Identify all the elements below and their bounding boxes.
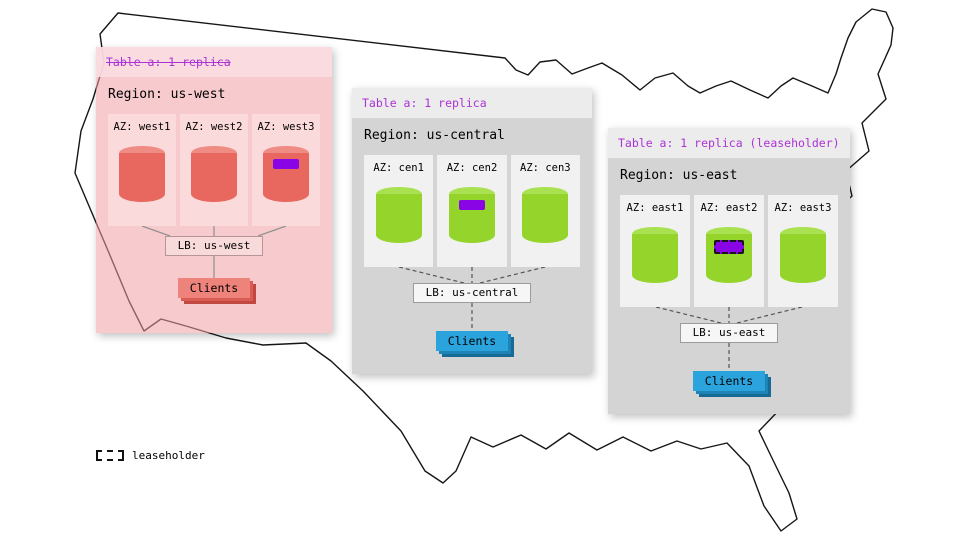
database-cylinder <box>522 187 569 243</box>
database-cylinder <box>191 146 237 202</box>
az-label: AZ: west1 <box>113 121 171 133</box>
legend-label: leaseholder <box>132 449 205 462</box>
region-title: Region: us-west <box>108 87 226 102</box>
leaseholder-swatch-icon <box>96 450 124 461</box>
az-to-lb-lines <box>398 267 546 283</box>
az-to-lb-lines <box>141 226 287 236</box>
az-label: AZ: west2 <box>185 121 243 133</box>
az-row: AZ: west1 AZ: west2 AZ: west3 <box>108 114 320 226</box>
az-box-east2: AZ: east2 <box>694 195 764 307</box>
clients-box: Clients <box>435 331 509 351</box>
replica-chip <box>458 200 485 210</box>
az-label: AZ: west3 <box>257 121 315 133</box>
database-cylinder <box>780 227 826 283</box>
lb-to-clients-line <box>728 343 730 371</box>
table-header-us-west: Table a: 1 replica <box>96 47 332 77</box>
region-title: Region: us-east <box>620 168 738 183</box>
table-label: Table a: 1 replica <box>106 55 231 69</box>
load-balancer-us-west: LB: us-west <box>164 236 264 256</box>
az-box-west3: AZ: west3 <box>252 114 320 226</box>
database-cylinder <box>632 227 678 283</box>
region-panel-us-west: Table a: 1 replica Region: us-west AZ: w… <box>96 47 332 333</box>
lb-to-clients-line <box>471 303 473 331</box>
database-cylinder <box>448 187 495 243</box>
az-box-cen2: AZ: cen2 <box>437 155 507 267</box>
database-cylinder <box>375 187 422 243</box>
region-panel-us-east: Table a: 1 replica (leaseholder) Region:… <box>608 128 850 414</box>
load-balancer-us-central: LB: us-central <box>412 283 532 303</box>
az-label: AZ: cen3 <box>520 162 571 174</box>
table-label: Table a: 1 replica <box>362 96 487 110</box>
region-title: Region: us-central <box>364 128 505 143</box>
az-box-east1: AZ: east1 <box>620 195 690 307</box>
az-label: AZ: east2 <box>700 202 758 214</box>
az-label: AZ: east3 <box>774 202 832 214</box>
region-body: Region: us-west AZ: west1 AZ: west2 AZ: … <box>96 77 332 298</box>
table-header-us-east: Table a: 1 replica (leaseholder) <box>608 128 850 158</box>
clients-box: Clients <box>692 371 766 391</box>
az-box-cen1: AZ: cen1 <box>364 155 434 267</box>
lb-to-clients-line <box>213 256 215 278</box>
az-row: AZ: cen1 AZ: cen2 AZ: cen3 <box>364 155 580 267</box>
region-body: Region: us-central AZ: cen1 AZ: cen2 AZ:… <box>352 118 592 351</box>
leaseholder-replica-chip <box>714 240 744 254</box>
az-box-cen3: AZ: cen3 <box>510 155 580 267</box>
az-label: AZ: east1 <box>626 202 684 214</box>
database-cylinder <box>706 227 752 283</box>
database-cylinder <box>263 146 309 202</box>
replica-chip <box>273 159 299 169</box>
az-box-west1: AZ: west1 <box>108 114 176 226</box>
az-label: AZ: cen2 <box>446 162 498 174</box>
table-header-us-central: Table a: 1 replica <box>352 88 592 118</box>
legend: leaseholder <box>96 449 205 462</box>
az-box-west2: AZ: west2 <box>180 114 248 226</box>
az-row: AZ: east1 AZ: east2 AZ: east3 <box>620 195 838 307</box>
database-cylinder <box>119 146 165 202</box>
az-to-lb-lines <box>655 307 803 323</box>
region-panel-us-central: Table a: 1 replica Region: us-central AZ… <box>352 88 592 374</box>
clients-box: Clients <box>177 278 251 298</box>
load-balancer-us-east: LB: us-east <box>679 323 779 343</box>
table-label: Table a: 1 replica (leaseholder) <box>618 136 840 150</box>
region-body: Region: us-east AZ: east1 AZ: east2 AZ: … <box>608 158 850 391</box>
az-label: AZ: cen1 <box>373 162 424 174</box>
az-box-east3: AZ: east3 <box>768 195 838 307</box>
